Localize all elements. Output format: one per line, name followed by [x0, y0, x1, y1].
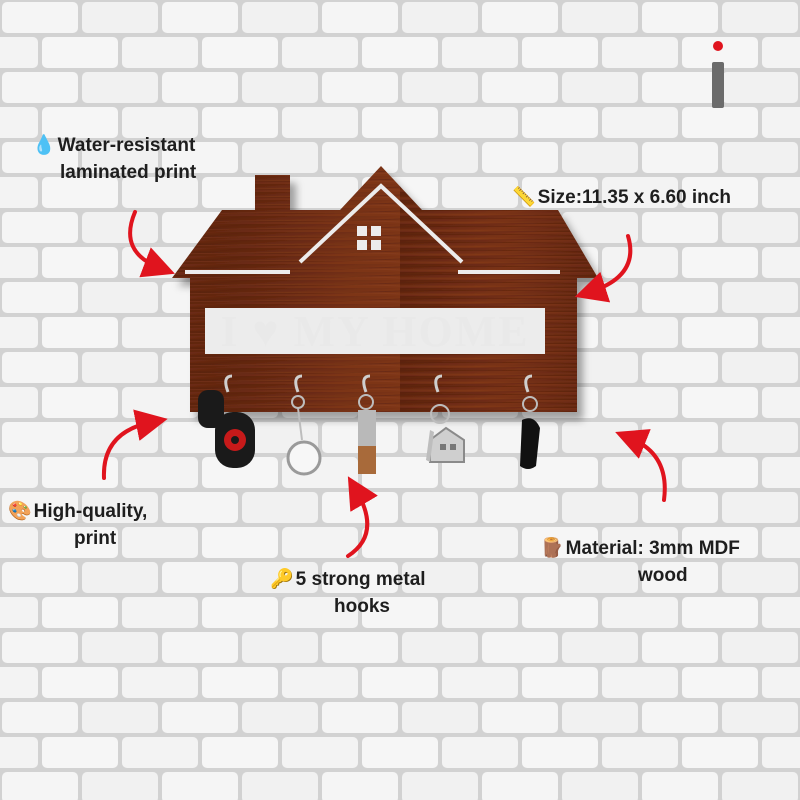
callout-size: 📏Size:11.35 x 6.60 inch [512, 184, 731, 211]
callout-arrows [101, 210, 667, 558]
round-keychain [286, 440, 322, 476]
hooks-row [198, 374, 540, 476]
callout-quality-line2: print [74, 528, 117, 549]
callout-quality-line1: High-quality, [33, 501, 148, 522]
car-key-fob [198, 390, 255, 468]
hook-4 [426, 374, 465, 463]
callout-material: 🪵Material: 3mm MDF wood [540, 535, 740, 589]
callout-hooks-line2: hooks [334, 596, 390, 617]
text-cutout-bar [205, 308, 545, 354]
arrow-size [574, 234, 633, 303]
callout-high-quality: 🎨High-quality, print [8, 498, 147, 552]
droplet-icon: 💧 [32, 134, 56, 156]
callout-water-resistant: 💧Water-resistant laminated print [32, 132, 196, 186]
wood-log-icon: 🪵 [540, 537, 564, 559]
callout-water-line2: laminated print [60, 162, 197, 183]
callout-material-line2: wood [638, 565, 688, 586]
hook-1 [198, 374, 255, 468]
callout-material-line1: Material: 3mm MDF [565, 538, 740, 559]
black-remote [520, 418, 540, 469]
palette-icon: 🎨 [8, 500, 32, 522]
window-cutout [357, 226, 381, 250]
brand-logo-icon [712, 41, 724, 108]
key-icon: 🔑 [270, 568, 294, 590]
callout-hooks: 🔑5 strong metal hooks [270, 566, 426, 620]
callout-hooks-line1: 5 strong metal [295, 569, 426, 590]
wood-metal-keychain [358, 410, 376, 474]
callout-size-line1: Size:11.35 x 6.60 inch [537, 187, 731, 208]
arrow-quality [101, 409, 168, 480]
arrow-material [615, 429, 667, 502]
arrow-hooks [346, 476, 378, 558]
arrow-water [128, 210, 175, 278]
hook-3 [358, 374, 376, 474]
plaque-text: I ♥ MY HOME [220, 307, 530, 356]
roof-cutouts [185, 183, 560, 274]
metal-key [426, 430, 434, 462]
hook-2 [286, 374, 322, 476]
ruler-icon: 📏 [512, 186, 536, 208]
hook-5 [520, 374, 540, 469]
callout-water-line1: Water-resistant [57, 135, 196, 156]
